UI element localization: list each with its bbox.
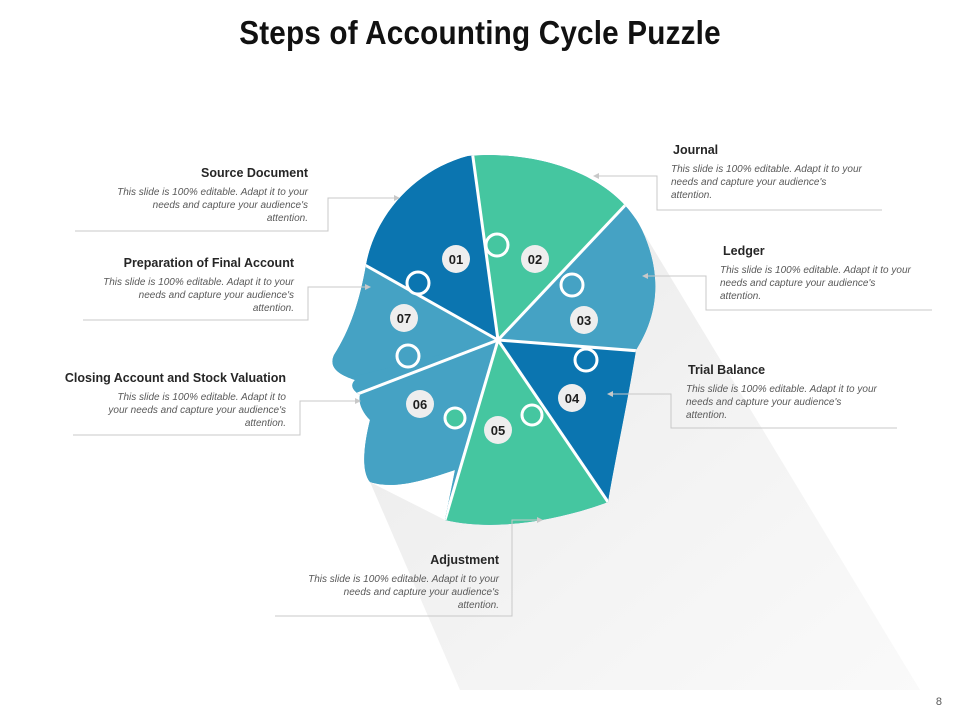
step-bubble-03: 03 [570, 306, 598, 334]
step-number-05: 05 [491, 423, 505, 438]
callout-source-document: Source Document This slide is 100% edita… [112, 166, 308, 225]
page-number: 8 [935, 696, 942, 708]
step-bubble-06: 06 [406, 390, 434, 418]
step-bubble-07: 07 [390, 304, 418, 332]
step-number-07: 07 [397, 311, 411, 326]
step-bubble-02: 02 [521, 245, 549, 273]
callout-heading: Ledger [723, 244, 765, 258]
callout-closing-account: Closing Account and Stock Valuation This… [40, 371, 286, 430]
callout-body: This slide is 100% editable. Adapt it to… [671, 164, 862, 201]
step-number-01: 01 [449, 252, 463, 267]
connector-lines [73, 175, 932, 617]
callout-body: This slide is 100% editable. Adapt it to… [117, 187, 308, 224]
connector-adjustment [275, 519, 540, 617]
puzzle-piece-02 [472, 155, 632, 340]
connector-ledger [645, 275, 932, 311]
callout-ledger: Ledger This slide is 100% editable. Adap… [720, 244, 916, 303]
step-bubble-01: 01 [442, 245, 470, 273]
callout-final-account: Preparation of Final Account This slide … [98, 256, 294, 315]
step-bubbles: 01 02 03 04 05 06 07 [390, 245, 598, 444]
page-title: Steps of Accounting Cycle Puzzle [239, 14, 721, 51]
step-number-03: 03 [577, 313, 591, 328]
callout-body: This slide is 100% editable. Adapt it to… [308, 574, 499, 611]
callout-adjustment: Adjustment This slide is 100% editable. … [303, 553, 499, 612]
connector-final-account [83, 286, 368, 321]
puzzle-piece-05 [420, 340, 620, 525]
callout-heading: Journal [673, 143, 719, 157]
callout-body: This slide is 100% editable. Adapt it to… [720, 265, 911, 302]
step-bubble-05: 05 [484, 416, 512, 444]
callout-trial-balance: Trial Balance This slide is 100% editabl… [686, 363, 882, 422]
connector-closing-account [73, 400, 358, 436]
step-bubble-04: 04 [558, 384, 586, 412]
step-number-04: 04 [565, 391, 580, 406]
callout-body: This slide is 100% editable. Adapt it to… [103, 277, 294, 314]
step-number-06: 06 [413, 397, 427, 412]
callout-heading: Preparation of Final Account [123, 256, 294, 270]
callout-heading: Adjustment [430, 553, 499, 567]
callout-body: This slide is 100% editable. Adapt it to… [686, 384, 877, 421]
connector-trial-balance [610, 393, 897, 429]
head-shadow [370, 230, 920, 690]
step-number-02: 02 [528, 252, 542, 267]
callout-body: This slide is 100% editable. Adapt it to… [108, 392, 286, 429]
callout-heading: Source Document [201, 166, 308, 180]
connector-source-document [75, 197, 397, 232]
connector-journal [596, 175, 882, 211]
callout-heading: Trial Balance [688, 363, 766, 377]
callout-journal: Journal This slide is 100% editable. Ada… [671, 143, 867, 202]
callout-heading: Closing Account and Stock Valuation [64, 371, 286, 385]
